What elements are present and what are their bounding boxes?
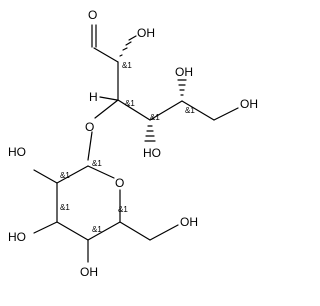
bond-ring-c2-oh	[33, 169, 58, 184]
bond-c3-o	[94, 99, 119, 119]
bond-c4-c5	[149, 100, 183, 121]
chemical-structure: O OH H O OH OH HO HO O HO OH OH &1 &1 &1…	[8, 8, 258, 279]
atom-oh-ring-c4: OH	[80, 265, 98, 279]
stereo-label-ring-c4: &1	[92, 225, 102, 234]
atom-oh-ring-c6: OH	[180, 215, 198, 229]
stereo-label-ring-c5: &1	[118, 205, 128, 214]
atom-oh-c6: OH	[240, 97, 258, 111]
bond-c6-oh	[213, 107, 239, 121]
bond-c5-oh-hashed	[177, 79, 187, 96]
atom-labels: O OH H O OH OH HO HO O HO OH OH	[8, 8, 258, 279]
atom-oh-ring-c2: HO	[8, 145, 26, 159]
stereo-label-c4: &1	[150, 113, 160, 122]
bond-c5-c6	[181, 100, 215, 121]
bond-c2-oh-hashed	[119, 35, 137, 57]
atom-oh-c4: HO	[143, 146, 161, 160]
bond-c3-c4	[117, 99, 151, 121]
bond-c1-c2	[93, 47, 119, 63]
atom-h-c3: H	[89, 90, 98, 104]
bond-c3-h	[99, 96, 118, 101]
stereo-label-ring-c2: &1	[60, 171, 70, 180]
stereo-label-c2: &1	[122, 61, 132, 70]
bond-ring-c1-c2	[56, 165, 89, 184]
bond-ring-c5-ch2	[119, 221, 151, 241]
atom-o-glycosidic: O	[85, 120, 94, 134]
bond-ring-o-c1	[87, 165, 115, 179]
bond-ch2-oh	[149, 224, 179, 241]
bond-ring-c4-c5	[87, 221, 121, 241]
bond-ring-c3-c4	[56, 221, 89, 241]
atom-aldehyde-o: O	[88, 8, 97, 22]
atom-oh-ring-c3: HO	[8, 230, 26, 244]
atom-oh-c2: OH	[137, 26, 155, 40]
bonds	[33, 24, 239, 263]
atom-o-ring: O	[115, 176, 124, 190]
stereo-label-ring-c1: &1	[92, 159, 102, 168]
atom-oh-c5: OH	[175, 65, 193, 79]
bond-o-anomeric	[87, 131, 93, 161]
bond-c4-oh-hashed	[144, 125, 156, 142]
stereo-label-c3: &1	[125, 99, 135, 108]
stereo-label-ring-c3: &1	[60, 203, 70, 212]
bond-ring-c3-oh	[33, 221, 58, 234]
stereo-label-c5: &1	[185, 106, 195, 115]
stereo-labels: &1 &1 &1 &1 &1 &1 &1 &1 &1	[60, 61, 195, 234]
